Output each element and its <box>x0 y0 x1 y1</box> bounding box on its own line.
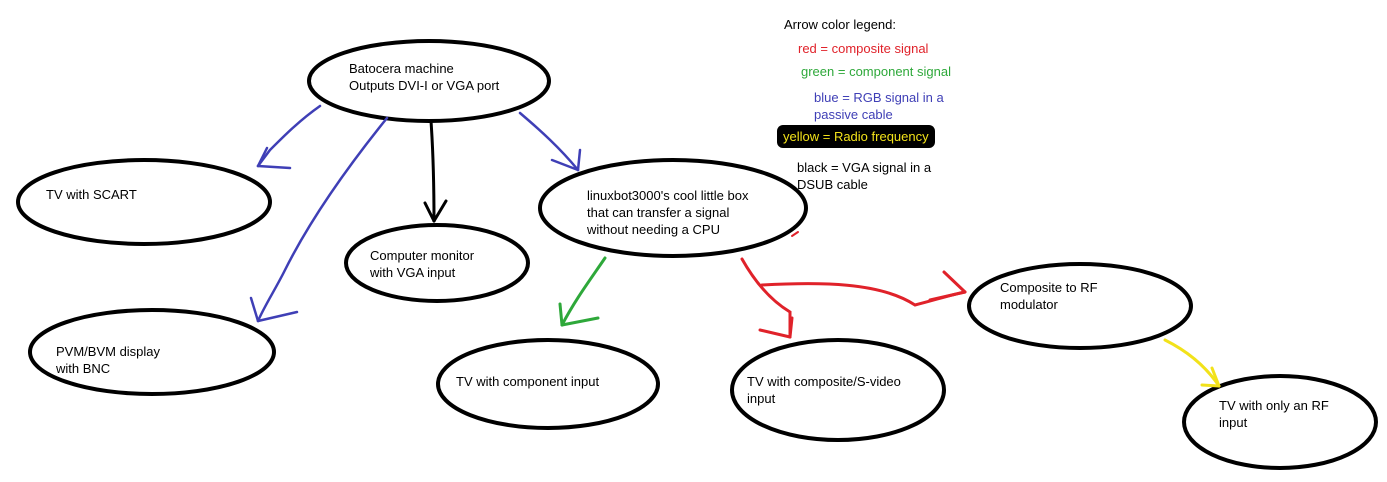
legend-black: black = VGA signal in a DSUB cable <box>797 159 931 193</box>
label-composite-line2: input <box>747 391 776 406</box>
node-scart <box>16 158 272 246</box>
label-modulator-line2: modulator <box>1000 297 1058 312</box>
label-component-line1: TV with component input <box>456 374 600 389</box>
legend-blue: blue = RGB signal in a passive cable <box>814 89 944 123</box>
node-composite <box>730 338 946 442</box>
label-pvm-line2: with BNC <box>56 361 111 376</box>
legend-red: red = composite signal <box>798 41 929 56</box>
label-box: linuxbot3000's cool little box that can … <box>587 187 748 238</box>
node-modulator <box>967 262 1193 350</box>
arrow-box-to-composite <box>740 257 794 339</box>
legend-blue-line1: blue = RGB signal in a <box>814 90 944 105</box>
arrow-batocera-to-monitor <box>423 119 448 223</box>
legend-black-line2: DSUB cable <box>797 177 868 192</box>
legend-blue-line2: passive cable <box>814 107 893 122</box>
label-modulator: Composite to RF modulator <box>1000 279 1098 313</box>
label-box-line3: without needing a CPU <box>587 222 720 237</box>
arrow-batocera-to-box <box>518 111 582 172</box>
label-composite: TV with composite/S-video input <box>747 373 901 407</box>
label-pvm: PVM/BVM display with BNC <box>56 343 160 377</box>
node-box <box>538 158 808 258</box>
label-pvm-line1: PVM/BVM display <box>56 344 161 359</box>
label-box-line2: that can transfer a signal <box>587 205 730 220</box>
label-batocera-line2: Outputs DVI-I or VGA port <box>349 78 500 93</box>
label-composite-line1: TV with composite/S-video <box>747 374 901 389</box>
legend-black-line1: black = VGA signal in a <box>797 160 932 175</box>
node-pvm <box>28 308 276 396</box>
label-rf-tv-line2: input <box>1219 415 1248 430</box>
label-rf-tv: TV with only an RF input <box>1219 397 1329 431</box>
label-batocera: Batocera machine Outputs DVI-I or VGA po… <box>349 60 499 94</box>
label-rf-tv-line1: TV with only an RF <box>1219 398 1329 413</box>
node-monitor <box>344 223 530 303</box>
arrow-modulator-to-rf-tv <box>1163 338 1221 388</box>
arrow-batocera-to-pvm <box>249 116 389 323</box>
legend-title: Arrow color legend: <box>784 17 896 32</box>
label-scart: TV with SCART <box>46 186 137 203</box>
node-rf-tv <box>1182 374 1378 470</box>
legend-green: green = component signal <box>801 64 951 79</box>
node-component <box>436 338 660 430</box>
node-batocera <box>307 39 551 123</box>
legend-yellow: yellow = Radio frequency <box>777 125 935 148</box>
label-monitor-line2: with VGA input <box>370 265 456 280</box>
label-monitor: Computer monitor with VGA input <box>370 247 474 281</box>
arrow-box-to-component <box>558 256 607 327</box>
label-modulator-line1: Composite to RF <box>1000 280 1098 295</box>
red-tick-mark <box>791 231 799 237</box>
label-box-line1: linuxbot3000's cool little box <box>587 188 749 203</box>
label-scart-line1: TV with SCART <box>46 187 137 202</box>
label-monitor-line1: Computer monitor <box>370 248 475 263</box>
arrow-batocera-to-scart <box>256 104 322 170</box>
label-batocera-line1: Batocera machine <box>349 61 454 76</box>
arrow-box-to-modulator <box>760 270 967 307</box>
label-component: TV with component input <box>456 373 599 390</box>
